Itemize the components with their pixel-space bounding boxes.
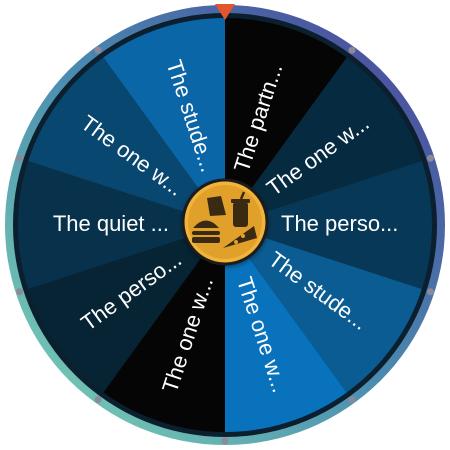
wheel-segment-9[interactable] xyxy=(17,161,225,289)
wheel-segment-3[interactable] xyxy=(225,57,422,225)
rim-dot xyxy=(426,288,434,296)
wheel-segment-2[interactable] xyxy=(225,18,347,225)
wheel-segment-10[interactable] xyxy=(28,57,225,225)
rim-dot xyxy=(94,46,102,54)
wheel-segment-4[interactable] xyxy=(225,161,433,289)
wheel-segment-1[interactable] xyxy=(103,18,225,225)
rim-dot xyxy=(348,46,356,54)
wheel-segments[interactable] xyxy=(17,18,433,432)
rim-dot xyxy=(16,288,24,296)
food-icon xyxy=(192,191,257,248)
wheel-segment-8[interactable] xyxy=(28,225,225,393)
wheel-segment-label: The perso... xyxy=(281,211,398,236)
rim-dot xyxy=(94,396,102,404)
pointer-marker xyxy=(215,4,235,20)
rim-dot xyxy=(348,396,356,404)
wheel-segment-5[interactable] xyxy=(225,225,422,393)
rim-dot xyxy=(426,154,434,162)
wheel-segment-7[interactable] xyxy=(103,225,225,432)
wheel-segment-6[interactable] xyxy=(225,225,347,432)
wheel-segment-label: The quiet ... xyxy=(53,211,169,236)
rim-dot xyxy=(16,154,24,162)
rim-dot xyxy=(221,437,229,445)
center-hub[interactable] xyxy=(181,178,269,266)
